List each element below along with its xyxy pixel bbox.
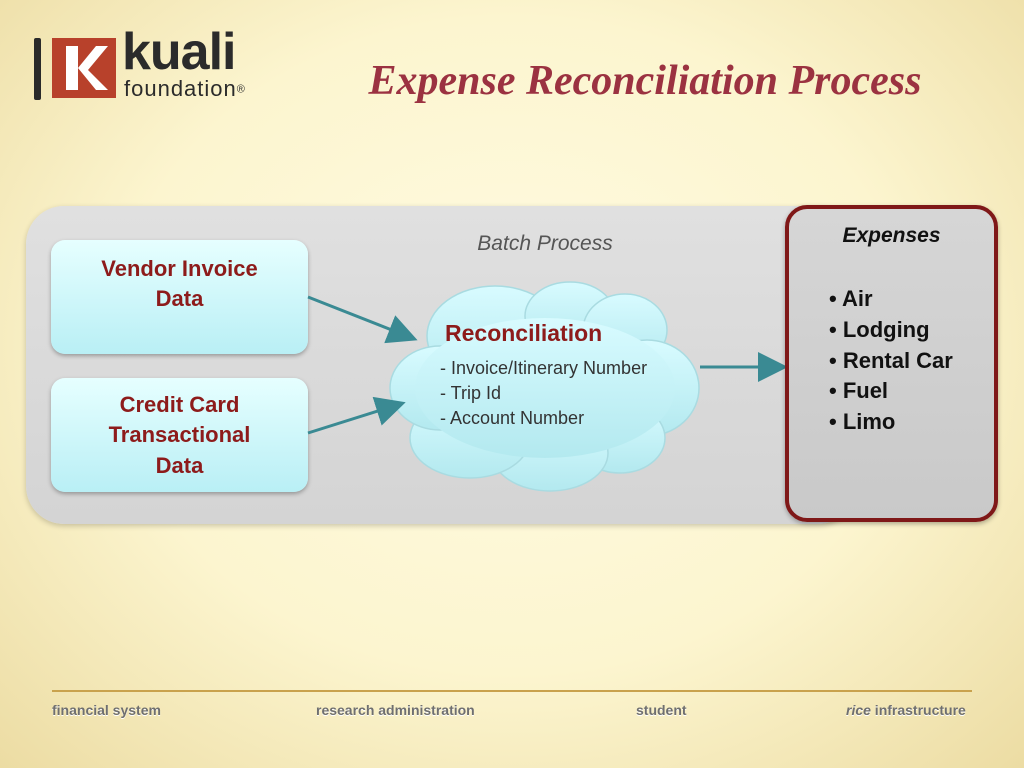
footer-financial-system: financial system xyxy=(52,702,161,718)
logo-bar xyxy=(34,38,41,100)
footer-rule xyxy=(52,690,972,692)
criteria-invoice-itinerary: - Invoice/Itinerary Number xyxy=(440,358,648,378)
credit-card-line-3: Data xyxy=(155,452,204,478)
footer-student: student xyxy=(636,702,687,718)
criteria-trip-id: - Trip Id xyxy=(440,383,502,404)
expense-item-air: • Air xyxy=(829,286,873,311)
logo-wordmark: kuali xyxy=(122,23,236,81)
logo-subtitle: foundation® xyxy=(124,76,246,101)
expense-item-fuel: • Fuel xyxy=(829,378,889,404)
arrow-credit-to-reconciliation xyxy=(307,396,406,435)
expenses-box xyxy=(785,205,998,522)
footer-rice-suffix: infrastructure xyxy=(870,702,966,718)
footer-rice-infrastructure: rice infrastructure xyxy=(846,702,966,718)
reconciliation-criteria-list: - Invoice/Itinerary Number - Trip Id - A… xyxy=(440,356,647,432)
reconciliation-cloud xyxy=(389,281,700,492)
footer-research-administration: research administration xyxy=(316,702,475,718)
page-title: Expense Reconciliation Process xyxy=(368,58,922,104)
arrow-vendor-to-reconciliation xyxy=(307,295,418,344)
logo-k-mark-icon xyxy=(52,38,116,98)
batch-process-label: Batch Process xyxy=(477,232,613,255)
vendor-invoice-line-2: Data xyxy=(155,286,204,312)
criteria-account-number: - Account Number xyxy=(440,408,585,429)
expense-item-limo: • Limo xyxy=(829,409,896,435)
kuali-logo: kuali foundation® xyxy=(34,26,284,104)
expense-item-rental-car: • Rental Car xyxy=(829,347,953,373)
footer-rice-prefix: rice xyxy=(846,702,871,718)
vendor-invoice-box: Vendor Invoice Data xyxy=(51,240,308,354)
reconciliation-title: Reconciliation xyxy=(445,320,603,346)
credit-card-line-1: Credit Card xyxy=(119,392,240,417)
expense-item-lodging: • Lodging xyxy=(829,316,930,342)
vendor-invoice-line-1: Vendor Invoice xyxy=(101,256,258,281)
expenses-list: • Air • Lodging • Rental Car • Fuel • Li… xyxy=(829,284,953,438)
credit-card-box: Credit Card Transactional Data xyxy=(51,378,308,492)
credit-card-line-2: Transactional xyxy=(108,422,251,448)
expenses-title: Expenses xyxy=(842,224,941,247)
registered-mark: ® xyxy=(236,83,246,96)
